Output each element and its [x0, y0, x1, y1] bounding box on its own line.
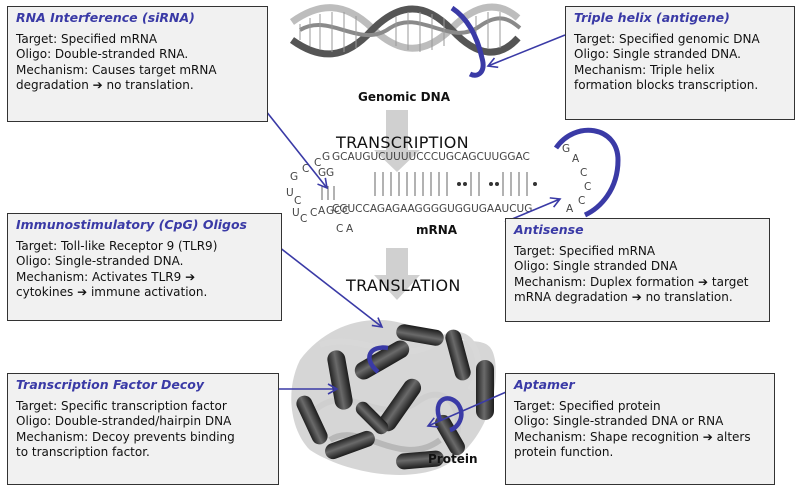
svg-text:A: A [572, 153, 580, 165]
svg-text:C: C [578, 195, 585, 207]
genomic-dna-label: Genomic DNA [358, 90, 450, 104]
svg-text:C: C [580, 167, 587, 179]
mrna-structure: GCAUGUCUUUUCCCUGCAGCUUGGAC CGUCCAGAGAAGG… [286, 127, 621, 235]
mrna-label: mRNA [416, 223, 458, 237]
svg-text:G: G [326, 205, 334, 217]
svg-text:C: C [342, 205, 349, 217]
translation-label: TRANSLATION [346, 276, 461, 295]
rna-top-strand: GCAUGUCUUUUCCCUGCAGCUUGGAC [332, 151, 530, 163]
aptamer-mechanism: Mechanism: Shape recognition ➔ alters [514, 429, 751, 444]
svg-text:A: A [318, 205, 326, 217]
triple-helix-arrow [486, 34, 566, 69]
svg-text:C: C [294, 195, 301, 207]
decoy-title: Transcription Factor Decoy [16, 377, 205, 392]
transcription-flow-arrow [374, 110, 420, 172]
triple-helix-mechanism: Mechanism: Triple helix [574, 62, 715, 77]
decoy-mechanism-cont: to transcription factor. [16, 445, 150, 460]
protein-structure [291, 320, 496, 475]
translation-flow-arrow [374, 248, 420, 300]
svg-text:C: C [584, 181, 591, 193]
decoy-target: Target: Specific transcription factor [16, 398, 227, 413]
cpg-title: Immunostimulatory (CpG) Oligos [16, 217, 247, 232]
aptamer-mechanism-cont: protein function. [514, 445, 614, 460]
antisense-title: Antisense [514, 222, 584, 237]
dna-helix-graphic [289, 3, 522, 78]
transcription-label: TRANSCRIPTION [336, 133, 469, 152]
antisense-mechanism-cont: mRNA degradation ➔ no translation. [514, 290, 733, 305]
svg-text:A: A [566, 203, 574, 215]
antisense-target: Target: Specified mRNA [514, 243, 656, 258]
svg-text:A: A [346, 223, 354, 235]
svg-text:C: C [310, 207, 317, 219]
rnai-target: Target: Specified mRNA [16, 31, 158, 46]
aptamer-oligo: Oligo: Single-stranded DNA or RNA [514, 414, 724, 429]
rna-hairpin-left: G C C G G G U C U C C A G C C C A [286, 151, 354, 235]
triple-helix-target: Target: Specified genomic DNA [574, 31, 760, 46]
rnai-oligo: Oligo: Double-stranded RNA. [16, 47, 189, 62]
rnai-info-box: RNA Interference (siRNA) Target: Specifi… [7, 6, 268, 122]
decoy-oligo: Oligo: Double-stranded/hairpin DNA [16, 414, 232, 429]
svg-text:G: G [562, 143, 570, 155]
cpg-mechanism-cont: cytokines ➔ immune activation. [16, 285, 208, 300]
protein-label: Protein [428, 452, 478, 466]
triple-helix-title: Triple helix (antigene) [574, 10, 730, 25]
aptamer-target: Target: Specified protein [514, 398, 661, 413]
antisense-info-box: Antisense Target: Specified mRNA Oligo: … [505, 218, 770, 322]
svg-text:G: G [322, 151, 330, 163]
decoy-mechanism: Mechanism: Decoy prevents binding [16, 429, 235, 444]
aptamer-arrow [426, 388, 514, 428]
rnai-mechanism-cont: degradation ➔ no translation. [16, 78, 194, 93]
antisense-mechanism: Mechanism: Duplex formation ➔ target [514, 274, 749, 289]
rna-bottom-strand: CGUCCAGAGAAGGGGUGGUGAAUCUG [332, 203, 532, 215]
rna-loop-right: G A C C C A [562, 143, 591, 215]
cpg-arrow [269, 239, 384, 329]
decoy-info-box: Transcription Factor Decoy Target: Speci… [7, 373, 279, 485]
svg-text:C: C [334, 205, 341, 217]
antisense-oligo: Oligo: Single stranded DNA [514, 259, 678, 274]
svg-text:C: C [314, 157, 321, 169]
svg-text:C: C [300, 213, 307, 225]
rnai-title: RNA Interference (siRNA) [16, 10, 195, 25]
svg-text:C: C [302, 163, 309, 175]
svg-text:G: G [326, 167, 334, 179]
cpg-info-box: Immunostimulatory (CpG) Oligos Target: T… [7, 213, 282, 321]
triple-helix-oligo: Oligo: Single stranded DNA. [574, 47, 741, 62]
triple-helix-mechanism-cont: formation blocks transcription. [574, 78, 759, 93]
svg-text:U: U [292, 207, 300, 219]
svg-text:U: U [286, 187, 294, 199]
rnai-mechanism: Mechanism: Causes target mRNA [16, 62, 217, 77]
svg-text:G: G [318, 167, 326, 179]
aptamer-info-box: Aptamer Target: Specified protein Oligo:… [505, 373, 775, 485]
cpg-oligo: Oligo: Single-stranded DNA. [16, 254, 184, 269]
cpg-mechanism: Mechanism: Activates TLR9 ➔ [16, 269, 196, 284]
svg-text:G: G [290, 171, 298, 183]
svg-text:C: C [336, 223, 343, 235]
cpg-target: Target: Toll-like Receptor 9 (TLR9) [16, 238, 218, 253]
aptamer-title: Aptamer [514, 377, 575, 392]
triple-helix-info-box: Triple helix (antigene) Target: Specifie… [565, 6, 795, 120]
